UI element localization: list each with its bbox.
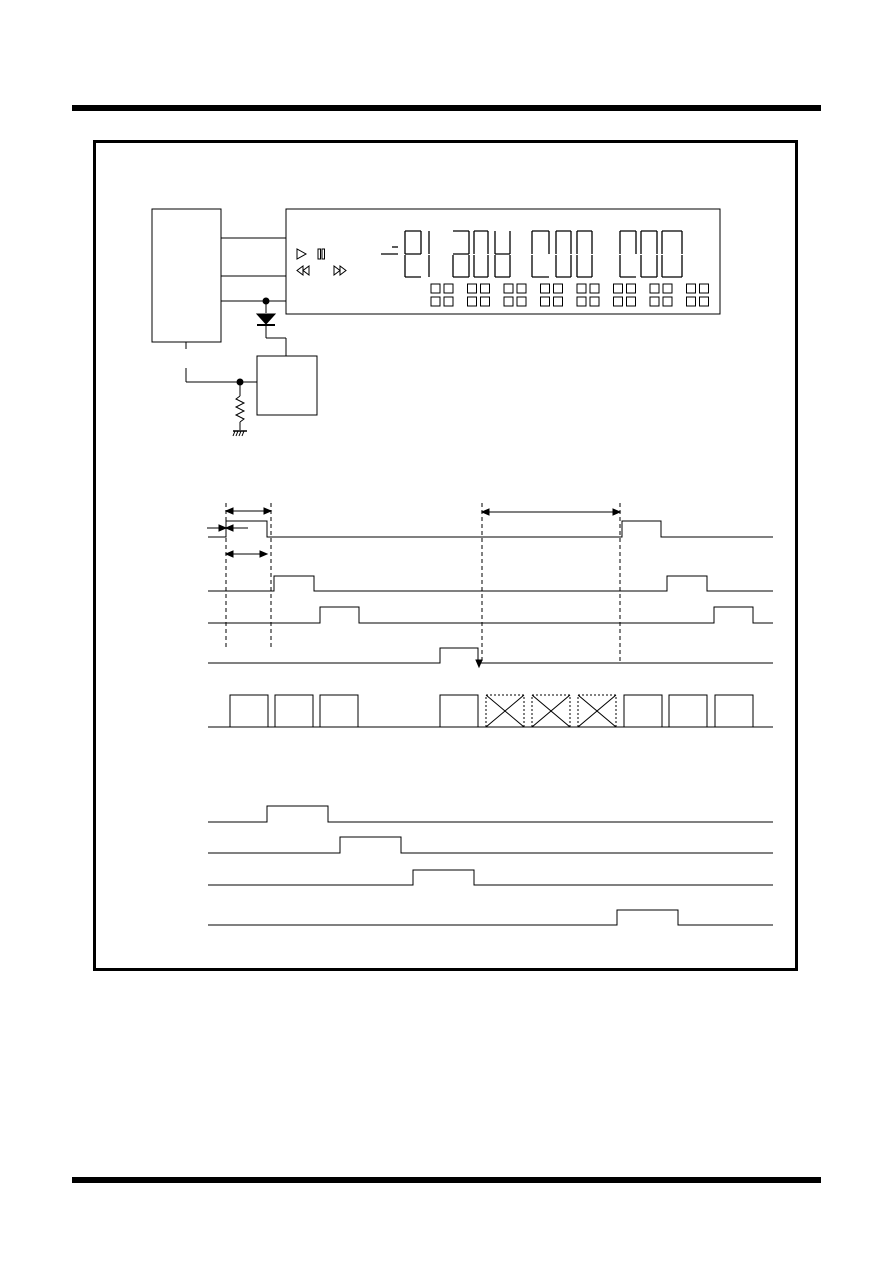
pause-icon bbox=[317, 248, 325, 260]
footer-rule bbox=[72, 1177, 821, 1183]
diode-icon bbox=[255, 313, 277, 326]
square-indicator bbox=[430, 296, 441, 307]
data-slots bbox=[229, 694, 754, 728]
segment-digit bbox=[555, 255, 572, 278]
data-slot-invalid bbox=[577, 694, 617, 728]
waveform-2 bbox=[208, 575, 773, 592]
segment-digit bbox=[452, 255, 470, 278]
data-slot-invalid bbox=[531, 694, 571, 728]
data-slot bbox=[668, 694, 708, 728]
resistor-icon bbox=[234, 395, 246, 423]
square-indicator bbox=[576, 296, 587, 307]
driver-block bbox=[256, 355, 318, 416]
segment-digit bbox=[576, 230, 593, 254]
data-slot bbox=[623, 694, 663, 728]
square-indicator bbox=[662, 296, 673, 307]
waveform-1 bbox=[208, 520, 773, 538]
square-indicator bbox=[626, 283, 636, 294]
fast-forward-icon bbox=[333, 265, 347, 276]
square-indicator bbox=[503, 283, 514, 294]
square-indicator bbox=[662, 283, 673, 294]
data-slot bbox=[319, 694, 359, 728]
cross-mark bbox=[577, 694, 617, 728]
figure-frame bbox=[93, 140, 798, 971]
square-indicator bbox=[540, 296, 550, 307]
square-indicator bbox=[613, 283, 623, 294]
display-panel bbox=[285, 208, 721, 315]
cross-mark bbox=[531, 694, 571, 728]
connection-lines bbox=[185, 237, 287, 430]
square-indicator bbox=[443, 296, 454, 307]
segment-digit bbox=[404, 230, 422, 255]
data-slot-invalid bbox=[485, 694, 525, 728]
square-indicator bbox=[699, 283, 709, 294]
segment-digit bbox=[619, 230, 637, 254]
square-indicator bbox=[516, 283, 527, 294]
square-indicator bbox=[613, 296, 623, 307]
segment-digit bbox=[576, 255, 593, 278]
waveform-8 bbox=[208, 909, 773, 926]
square-indicator bbox=[589, 283, 600, 294]
segment-display bbox=[381, 230, 683, 278]
segment-digit bbox=[473, 255, 489, 278]
square-indicator bbox=[480, 296, 490, 307]
square-indicator bbox=[589, 296, 600, 307]
junction-dot bbox=[262, 297, 270, 305]
waveform-3 bbox=[208, 606, 773, 624]
square-indicator bbox=[516, 296, 527, 307]
square-indicator-grid bbox=[430, 283, 709, 307]
square-indicator bbox=[503, 296, 514, 307]
ground-icon bbox=[232, 430, 247, 437]
segment-digit bbox=[555, 230, 572, 254]
square-indicator bbox=[686, 296, 696, 307]
square-indicator bbox=[467, 283, 477, 294]
junction-dot bbox=[236, 378, 244, 386]
controller-block bbox=[151, 208, 222, 343]
waveform-7 bbox=[208, 869, 773, 886]
rewind-icon bbox=[296, 265, 310, 276]
segment-digit bbox=[661, 230, 683, 254]
segment-digit bbox=[640, 230, 658, 254]
timing-diagram bbox=[207, 503, 773, 926]
square-indicator bbox=[540, 283, 550, 294]
segment-digit bbox=[640, 255, 658, 278]
waveform-4 bbox=[208, 647, 773, 664]
square-indicator bbox=[686, 283, 696, 294]
play-icon bbox=[296, 248, 308, 260]
data-slot bbox=[229, 694, 269, 728]
header-rule bbox=[72, 105, 821, 111]
reference-lines bbox=[225, 503, 621, 663]
waveform-6 bbox=[208, 836, 773, 854]
segment-digit bbox=[531, 255, 549, 278]
data-slot bbox=[439, 694, 479, 728]
segment-digit bbox=[404, 255, 421, 278]
square-indicator bbox=[430, 283, 441, 294]
square-indicator bbox=[576, 283, 587, 294]
segment-digit bbox=[494, 231, 511, 255]
dimension-arrows bbox=[207, 507, 622, 558]
square-indicator bbox=[626, 296, 636, 307]
square-indicator bbox=[443, 283, 454, 294]
segment-digit bbox=[453, 230, 470, 255]
square-indicator bbox=[649, 283, 660, 294]
segment-digit bbox=[619, 255, 636, 278]
data-slot bbox=[714, 694, 754, 728]
square-indicator bbox=[649, 296, 660, 307]
square-indicator bbox=[467, 296, 477, 307]
segment-digit bbox=[661, 255, 683, 278]
segment-digit bbox=[494, 255, 511, 278]
segment-digit bbox=[473, 230, 489, 254]
square-indicator bbox=[480, 283, 490, 294]
cross-mark bbox=[485, 694, 525, 728]
waveform-5 bbox=[208, 805, 773, 823]
arrow-head bbox=[475, 659, 483, 669]
square-indicator bbox=[553, 283, 563, 294]
square-indicator bbox=[553, 296, 563, 307]
data-slot bbox=[274, 694, 314, 728]
segment-digit bbox=[531, 230, 550, 254]
square-indicator bbox=[699, 296, 709, 307]
